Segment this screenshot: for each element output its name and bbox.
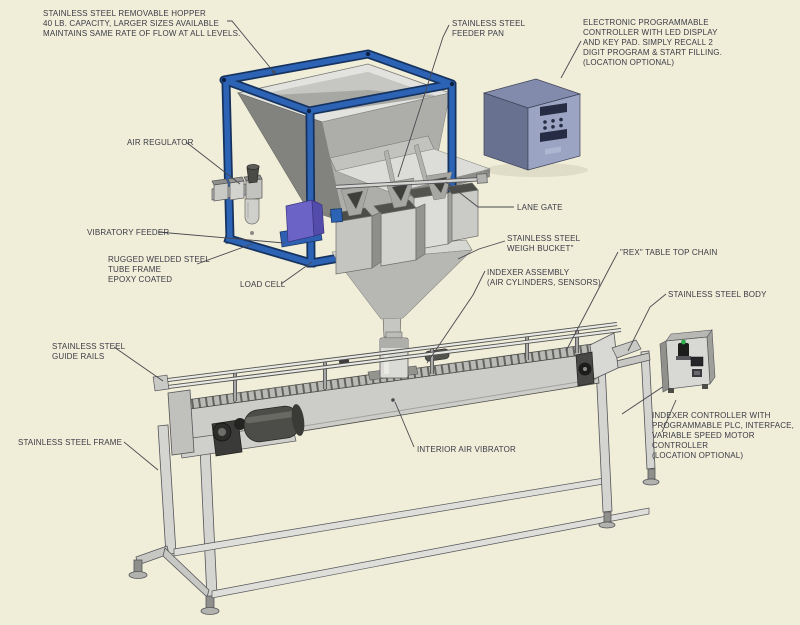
right-leg-frame xyxy=(595,350,660,529)
label-stainless-frame: STAINLESS STEEL FRAME xyxy=(18,438,123,447)
label-guide-rails: STAINLESS STEEL GUIDE RAILS xyxy=(52,342,126,361)
left-leg-frame xyxy=(128,424,220,615)
guide-rails xyxy=(152,322,622,401)
selector-knob xyxy=(678,343,689,358)
left-end-plate xyxy=(167,389,195,456)
label-lane-gate: LANE GATE xyxy=(517,203,563,212)
controller-box xyxy=(482,78,588,177)
controller-shadow xyxy=(484,163,588,177)
green-indicator xyxy=(681,339,686,345)
label-electronic-controller: ELECTRONIC PROGRAMMABLE CONTROLLER WITH … xyxy=(583,18,723,67)
indexer-controller-box xyxy=(621,329,716,415)
air-regulator xyxy=(211,164,263,235)
label-indexer-controller: INDEXER CONTROLLER WITH PROGRAMMABLE PLC… xyxy=(652,411,795,460)
lower-display xyxy=(540,129,567,142)
label-air-regulator: AIR REGULATOR xyxy=(127,138,194,147)
stretcher-bars xyxy=(173,477,650,599)
label-stainless-body: STAINLESS STEEL BODY xyxy=(668,290,767,299)
led-display xyxy=(540,103,567,116)
label-interior-vibrator: INTERIOR AIR VIBRATOR xyxy=(417,445,516,454)
tube-frame xyxy=(219,49,458,268)
filler-machine xyxy=(211,49,492,320)
indexer-end xyxy=(575,332,642,387)
label-feeder-pan: STAINLESS STEEL FEEDER PAN xyxy=(452,19,526,38)
lane-chutes xyxy=(340,171,453,217)
label-indexer-assembly: INDEXER ASSEMBLY (AIR CYLINDERS, SENSORS… xyxy=(487,268,601,287)
leader-lines xyxy=(113,20,677,471)
conveyor-table xyxy=(128,313,660,615)
keypad-dots xyxy=(543,117,563,130)
label-load-cell: LOAD CELL xyxy=(240,280,286,289)
label-weigh-bucket: STAINLESS STEEL WEIGH BUCKET" xyxy=(507,234,581,253)
vibratory-feeder xyxy=(279,199,325,248)
label-vibratory-feeder: VIBRATORY FEEDER xyxy=(87,228,170,237)
label-removable-hopper: STAINLESS STEEL REMOVABLE HOPPER 40 LB. … xyxy=(43,9,241,38)
lane-gate-rod xyxy=(330,173,488,223)
plc-display xyxy=(690,356,704,367)
controller-wire xyxy=(621,385,665,415)
drive-motor xyxy=(177,404,305,459)
label-tube-frame: RUGGED WELDED STEEL TUBE FRAME EPOXY COA… xyxy=(108,255,210,284)
label-rex-chain: "REX" TABLE TOP CHAIN xyxy=(620,248,718,257)
